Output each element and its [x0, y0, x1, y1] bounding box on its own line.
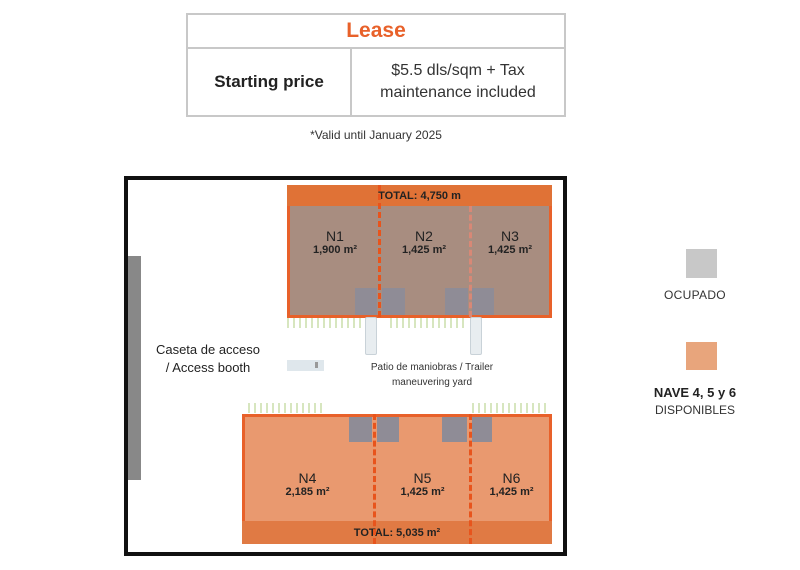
- yard-label-line1: Patio de maniobras / Trailer: [370, 362, 494, 373]
- unit-area: 1,425 m²: [489, 486, 534, 498]
- legend-occupied-label: OCUPADO: [664, 288, 726, 302]
- top-building-total: TOTAL: 4,750 m: [287, 185, 552, 206]
- unit-divider: [373, 414, 376, 544]
- unit-n1[interactable]: N1 1,900 m²: [295, 228, 375, 256]
- unit-name: N5: [413, 470, 432, 486]
- dock-door: [349, 417, 372, 442]
- parking-stalls: [287, 318, 365, 328]
- legend-available-title: NAVE 4, 5 y 6: [653, 385, 737, 400]
- unit-n3[interactable]: N3 1,425 m²: [472, 228, 548, 256]
- dock-door: [382, 288, 405, 315]
- access-booth-line2: / Access booth: [165, 360, 251, 375]
- access-booth-line1: Caseta de acceso: [155, 342, 261, 357]
- parking-stalls: [390, 318, 468, 328]
- pricing-table: Lease Starting price $5.5 dls/sqm + Tax …: [186, 13, 566, 117]
- starting-price-value: $5.5 dls/sqm + Tax maintenance included: [352, 49, 564, 115]
- unit-area: 2,185 m²: [285, 486, 330, 498]
- starting-price-label: Starting price: [188, 49, 352, 115]
- unit-name: N3: [501, 228, 519, 244]
- unit-area: 1,900 m²: [312, 244, 358, 256]
- maintenance-line: maintenance included: [380, 84, 536, 101]
- unit-name: N4: [298, 470, 317, 486]
- yard-label-line2: maneuvering yard: [391, 377, 473, 388]
- unit-n6[interactable]: N6 1,425 m²: [474, 470, 549, 498]
- trailer-icon: [470, 317, 482, 355]
- parking-stalls: [248, 403, 326, 413]
- unit-name: N1: [326, 228, 344, 244]
- dock-door: [442, 417, 467, 442]
- parking-stalls: [472, 403, 550, 413]
- vehicle-icon: [287, 360, 324, 371]
- unit-divider: [469, 414, 472, 544]
- unit-name: N6: [502, 470, 521, 486]
- trailer-icon: [365, 317, 377, 355]
- dock-door: [377, 417, 399, 442]
- unit-area: 1,425 m²: [401, 244, 447, 256]
- validity-note: *Valid until January 2025: [310, 128, 442, 142]
- unit-divider: [378, 185, 381, 317]
- site-plan-boundary: [124, 176, 567, 556]
- access-gate: [128, 256, 141, 480]
- vehicle-detail: [315, 362, 318, 368]
- unit-name: N2: [415, 228, 433, 244]
- unit-n5[interactable]: N5 1,425 m²: [380, 470, 465, 498]
- unit-n4[interactable]: N4 2,185 m²: [265, 470, 350, 498]
- unit-area: 1,425 m²: [400, 486, 445, 498]
- unit-area: 1,425 m²: [487, 244, 533, 256]
- bottom-building-total: TOTAL: 5,035 m²: [242, 521, 552, 544]
- dock-door: [355, 288, 377, 315]
- maneuvering-yard-label: Patio de maniobras / Trailer maneuvering…: [352, 360, 512, 390]
- dock-door: [445, 288, 468, 315]
- access-booth-label: Caseta de acceso / Access booth: [143, 341, 273, 377]
- legend-occupied-swatch: [686, 249, 717, 278]
- legend-available-label: DISPONIBLES: [654, 403, 736, 417]
- building-top: [287, 185, 552, 318]
- pricing-header: Lease: [188, 15, 564, 49]
- unit-n2[interactable]: N2 1,425 m²: [382, 228, 466, 256]
- unit-divider: [469, 206, 472, 317]
- dock-door: [472, 417, 492, 442]
- legend-available-swatch: [686, 342, 717, 370]
- price-line: $5.5 dls/sqm + Tax: [391, 62, 525, 79]
- dock-door: [472, 288, 494, 315]
